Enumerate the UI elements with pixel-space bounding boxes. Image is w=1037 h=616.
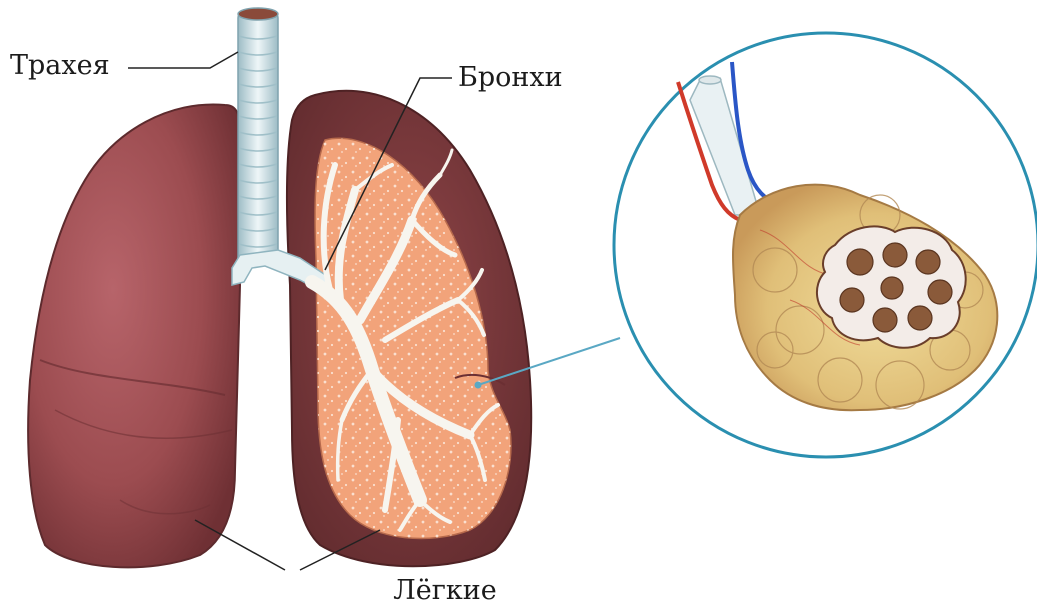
lungs-label: Лёгкие bbox=[393, 577, 497, 604]
trachea-label: Трахея bbox=[10, 52, 110, 79]
left-lung bbox=[28, 104, 240, 567]
alveoli-magnifier bbox=[614, 33, 1037, 457]
trachea-leader bbox=[128, 52, 238, 68]
bronchi-label: Бронхи bbox=[458, 64, 563, 91]
